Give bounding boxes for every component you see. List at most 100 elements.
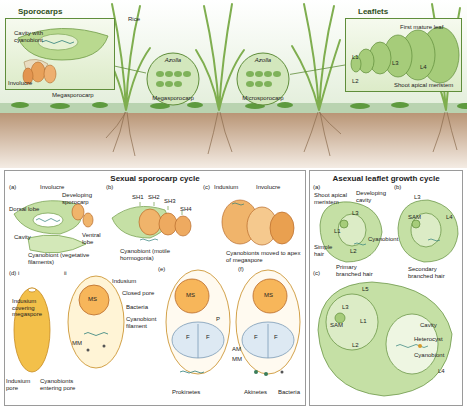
leaflet-a — [338, 214, 366, 246]
megasporocarp-e — [166, 270, 230, 374]
node-heading: Sporocarps — [18, 7, 62, 16]
sporocarp-b — [159, 213, 177, 235]
part-label: Shoot apical meristem — [394, 82, 456, 89]
leaflet-c — [318, 282, 452, 396]
frond — [183, 71, 191, 77]
part-label: Bacteria — [126, 304, 148, 311]
part-label: Indusium covering megaspore — [12, 298, 52, 318]
part-label: L4 — [446, 214, 453, 221]
panel-letter: (a) — [313, 184, 320, 191]
megasporocarp-d — [28, 288, 36, 292]
part-label: F — [206, 334, 210, 341]
connector-line — [115, 66, 146, 73]
leaflet-a — [354, 243, 366, 245]
megasporocarp-d — [14, 276, 124, 372]
part-label: MM — [72, 340, 82, 347]
part-label: Dorsal lobe — [9, 206, 41, 213]
part-label: First mature leaf — [400, 24, 450, 31]
node-heading: Sexual sporocarp cycle — [5, 174, 305, 183]
panel-letter: (f) — [238, 266, 244, 273]
part-label: Rice — [128, 16, 140, 23]
node-text: Microsporocarp — [236, 95, 290, 101]
frond — [264, 71, 272, 77]
megasporocarp-f — [236, 270, 300, 376]
part-label: MM — [232, 356, 242, 363]
part-label: Cyanobiont (vegetative filaments) — [28, 252, 92, 265]
sporocarp-inset — [5, 18, 115, 90]
part-label: L3 — [342, 304, 349, 311]
megasporocarp-f — [242, 322, 294, 358]
panel-backgrounds — [4, 170, 463, 406]
part-label: Prokinetes — [172, 389, 200, 396]
part-label: Heterocyst — [414, 336, 443, 343]
frond — [165, 81, 173, 87]
part-label: MS — [264, 292, 273, 299]
part-label: MS — [88, 296, 97, 303]
part-label: Indusium — [112, 278, 136, 285]
part-label: Simple hair — [314, 244, 342, 257]
inset-box: Sporocarps — [5, 18, 115, 90]
part-label: L2 — [352, 342, 359, 349]
leaflet-b — [398, 200, 458, 262]
part-label: Closed pore — [122, 290, 154, 297]
panel-letter: (c) — [203, 184, 210, 191]
sporocarp-b — [140, 239, 158, 241]
panel-letter: ii — [64, 270, 67, 277]
megasporocarp-f — [264, 372, 268, 376]
sporocarp-a — [14, 201, 81, 234]
megasporocarp-d — [84, 333, 108, 336]
part-label: Ventral lobe — [82, 232, 112, 245]
panel-letter: (b) — [106, 184, 113, 191]
frond — [273, 71, 281, 77]
part-label: L1 — [352, 54, 359, 61]
part-label: Indusium pore — [6, 378, 36, 391]
part-label: Cyanobiont (motile hormogonia) — [120, 248, 180, 261]
sporocarp-c — [232, 203, 244, 205]
panel-backgrounds — [309, 170, 463, 406]
part-label: SAM — [330, 322, 343, 329]
part-label: L3 — [392, 60, 399, 67]
part-label: L4 — [420, 64, 427, 71]
frond — [174, 71, 182, 77]
leaflet-a — [320, 202, 382, 262]
sporocarp-a — [28, 235, 86, 253]
megasporocarp-f — [268, 324, 269, 358]
part-label: P — [216, 316, 220, 323]
node-heading: Azolla — [146, 57, 200, 63]
node-heading: Azolla — [236, 57, 290, 63]
roots — [433, 112, 457, 152]
part-label: L1 — [360, 318, 367, 325]
megasporocarp-d — [68, 276, 124, 368]
sporocarp-inset — [5, 18, 115, 90]
megasporocarp-d — [79, 285, 109, 315]
part-label: Cyanobiont — [368, 236, 398, 243]
part-label: Involucre — [40, 184, 64, 191]
node-heading: Asexual leaflet growth cycle — [310, 174, 462, 183]
sporocarp-a — [83, 213, 93, 227]
landscape — [0, 0, 467, 168]
sporocarp-a — [33, 213, 63, 227]
part-label: Shoot apical meristem — [314, 192, 350, 205]
floating-azolla — [11, 102, 467, 109]
part-label: Cyanobionts entering pore — [40, 378, 86, 391]
sporocarp-b — [112, 202, 191, 241]
frond — [246, 71, 254, 77]
sporocarp-b — [175, 216, 191, 236]
part-label: Cyanobionts moved to apex of megaspore — [226, 250, 302, 263]
sporocarp-c — [222, 200, 294, 245]
zoom-connector — [115, 66, 146, 73]
zoom-circle: AzollaMicrosporocarp — [236, 52, 290, 106]
part-label: Secondary branched hair — [408, 266, 458, 279]
frond — [246, 81, 254, 87]
part-label: L4 — [438, 368, 445, 375]
part-label: L5 — [362, 286, 369, 293]
sporocarp-inset — [31, 62, 45, 82]
part-label: Cyanobiont — [414, 352, 444, 359]
sporocarp-c — [270, 212, 294, 244]
landscape — [0, 0, 467, 106]
leaflet-a — [340, 220, 348, 228]
sporocarp-a — [72, 204, 84, 220]
leaflet-a — [320, 202, 382, 262]
sporocarp-a — [36, 219, 60, 222]
floating-azolla — [92, 102, 108, 108]
